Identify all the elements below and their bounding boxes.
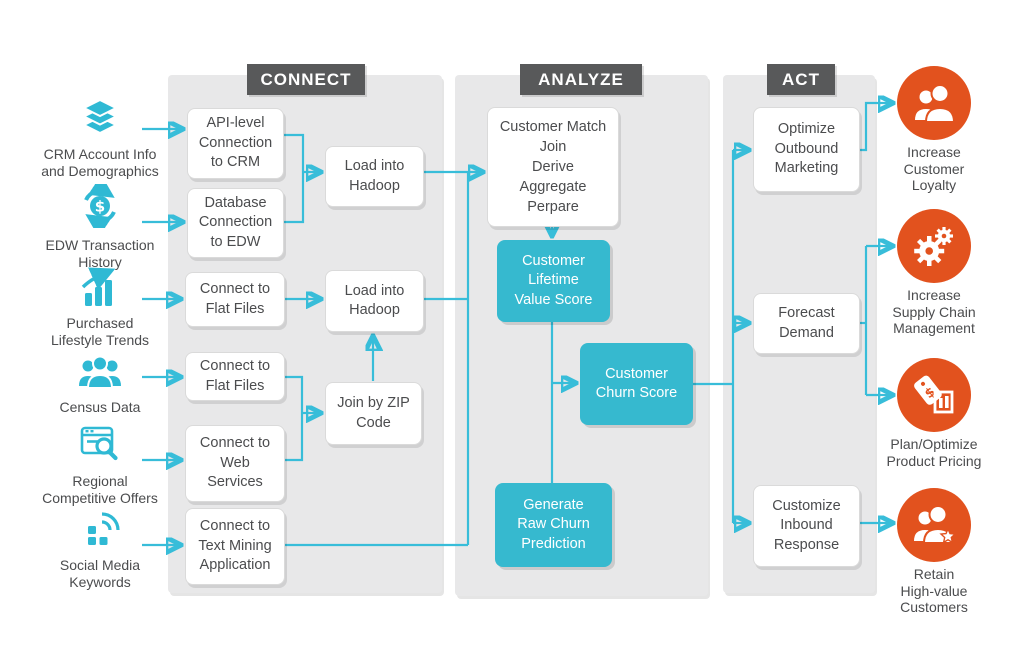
box-connect-text-mining: Connect to Text Mining Application: [185, 508, 285, 585]
dollar-sync-icon: $: [78, 174, 122, 238]
price-tag-icon: $: [897, 358, 971, 432]
analyze-header: ANALYZE: [520, 64, 642, 95]
source-social-label: Social Media Keywords: [59, 557, 141, 590]
box-join-by-zip-code: Join by ZIP Code: [325, 382, 422, 445]
source-regional-label: Regional Competitive Offers: [42, 473, 158, 506]
growth-chart-icon: [78, 266, 122, 311]
outcome-product-pricing: $ Plan/Optimize Product Pricing: [869, 358, 999, 469]
source-census: Census Data: [25, 354, 175, 416]
box-load-into-hadoop-1: Load into Hadoop: [325, 146, 424, 207]
box-database-connection-to-edw: Database Connection to EDW: [187, 188, 284, 258]
box-connect-flat-files-1: Connect to Flat Files: [185, 272, 285, 327]
box-optimize-outbound-marketing: Optimize Outbound Marketing: [753, 107, 860, 192]
box-api-connection-to-crm: API-level Connection to CRM: [187, 108, 284, 179]
source-lifestyle: Purchased Lifestyle Trends: [25, 266, 175, 348]
box-connect-flat-files-2: Connect to Flat Files: [185, 352, 285, 401]
source-crm: CRM Account Info and Demographics: [25, 98, 175, 179]
outcome-customer-loyalty-label: Increase Customer Loyalty: [903, 144, 965, 193]
box-customer-churn-score: Customer Churn Score: [580, 343, 693, 425]
outcome-product-pricing-label: Plan/Optimize Product Pricing: [886, 436, 982, 469]
outcome-retain-customers: Retain High-value Customers: [869, 488, 999, 616]
source-regional: Regional Competitive Offers: [25, 424, 175, 506]
source-edw: $ EDW Transaction History: [25, 174, 175, 270]
outcome-customer-loyalty: Increase Customer Loyalty: [869, 66, 999, 194]
outcome-retain-customers-label: Retain High-value Customers: [900, 566, 968, 615]
connect-header: CONNECT: [247, 64, 365, 95]
box-customize-inbound-response: Customize Inbound Response: [753, 485, 860, 567]
people-icon: [77, 354, 123, 395]
box-load-into-hadoop-2: Load into Hadoop: [325, 270, 424, 332]
layers-icon: [80, 98, 120, 142]
source-crm-label: CRM Account Info and Demographics: [41, 146, 159, 179]
box-customer-match: Customer Match Join Derive Aggregate Per…: [487, 107, 619, 227]
box-connect-web-services: Connect to Web Services: [185, 425, 285, 502]
customer-star-icon: [897, 488, 971, 562]
outcome-supply-chain: Increase Supply Chain Management: [869, 209, 999, 337]
box-customer-lifetime-value-score: Customer Lifetime Value Score: [497, 240, 610, 322]
source-edw-label: EDW Transaction History: [45, 237, 155, 270]
box-forecast-demand: Forecast Demand: [753, 293, 860, 354]
gears-icon: [897, 209, 971, 283]
svg-text:$: $: [95, 198, 105, 216]
act-header: ACT: [767, 64, 835, 95]
source-social: Social Media Keywords: [25, 508, 175, 590]
social-signal-icon: [80, 508, 120, 553]
source-census-label: Census Data: [59, 399, 141, 415]
source-lifestyle-label: Purchased Lifestyle Trends: [50, 315, 150, 348]
customer-loyalty-icon: [897, 66, 971, 140]
box-generate-raw-churn-prediction: Generate Raw Churn Prediction: [495, 483, 612, 567]
browser-search-icon: [79, 424, 121, 469]
outcome-supply-chain-label: Increase Supply Chain Management: [892, 287, 976, 336]
